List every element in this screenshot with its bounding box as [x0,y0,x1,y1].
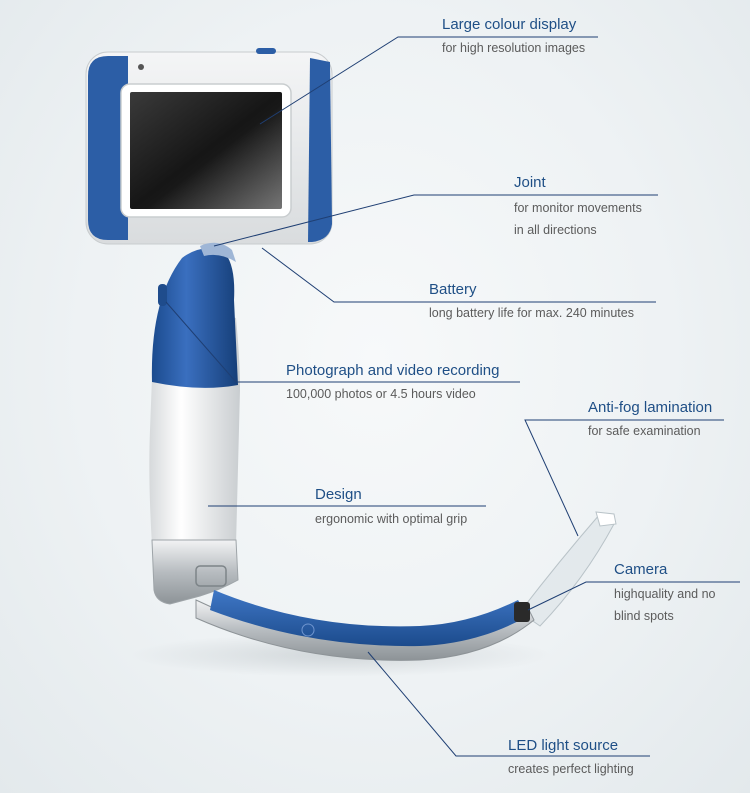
handle [149,242,240,605]
leader-joint [213,194,658,247]
leader-antifog [524,419,724,537]
callout-antifog: Anti-fog lamination for safe examination [588,398,712,442]
callout-led-desc: creates perfect lighting [508,762,634,776]
leader-battery [261,247,656,303]
blade [195,511,617,661]
leader-recording [165,301,520,383]
callout-led: LED light source creates perfect lightin… [508,736,634,780]
callout-design: Design ergonomic with optimal grip [315,485,467,530]
callout-joint: Joint for monitor movements in all direc… [514,173,642,241]
leader-led [367,651,650,757]
callout-antifog-desc: for safe examination [588,424,701,438]
callout-led-title: LED light source [508,737,619,754]
callout-recording: Photograph and video recording 100,000 p… [286,361,500,405]
callout-camera: Camera highquality and no blind spots [614,560,715,627]
leader-display [259,36,598,125]
callout-design-desc: ergonomic with optimal grip [315,512,468,526]
callout-display: Large colour display for high resolution… [442,15,585,59]
monitor [85,48,333,245]
callout-joint-title: Joint [514,174,546,191]
callout-camera-title: Camera [614,561,668,578]
callout-joint-desc-1: for monitor movements [514,201,642,215]
callout-camera-desc-2: blind spots [614,609,674,623]
callout-antifog-title: Anti-fog lamination [588,399,713,416]
callout-recording-desc: 100,000 photos or 4.5 hours video [286,387,476,401]
camera-module [514,602,530,622]
callout-battery-desc: long battery life for max. 240 minutes [429,306,634,320]
leader-lines [165,36,740,757]
callout-design-title: Design [315,486,362,503]
callout-camera-desc-1: highquality and no [614,587,716,601]
callout-display-desc: for high resolution images [442,41,586,55]
leader-camera [527,581,740,611]
callout-display-title: Large colour display [442,16,577,33]
callout-joint-desc-2: in all directions [514,223,597,237]
callout-battery: Battery long battery life for max. 240 m… [429,280,634,324]
callout-recording-title: Photograph and video recording [286,362,500,379]
callout-battery-title: Battery [429,281,477,298]
